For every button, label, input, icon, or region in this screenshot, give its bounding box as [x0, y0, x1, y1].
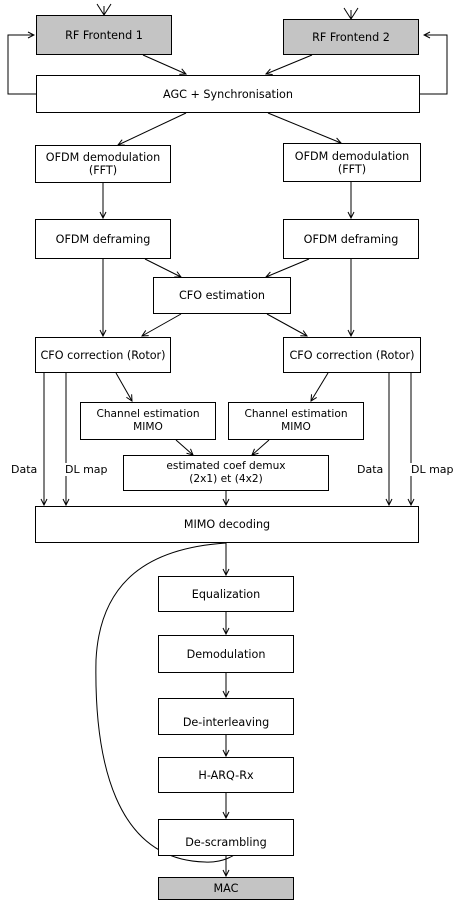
harq-rx-block: H-ARQ-Rx	[158, 757, 294, 793]
arrow-rf1-agc	[142, 54, 186, 74]
cfo-correction-1: CFO correction (Rotor)	[35, 337, 171, 373]
feedback-loop-right	[420, 35, 448, 95]
rf-frontend-1: RF Frontend 1	[36, 15, 172, 55]
arrow-agc-demod2	[267, 112, 341, 143]
data-label-left: Data	[10, 463, 39, 476]
equalization-block: Equalization	[158, 576, 294, 612]
ofdm-demodulation-2: OFDM demodulation (FFT)	[283, 143, 421, 182]
channel-estimation-2: Channel estimation MIMO	[228, 402, 364, 440]
arrow-agc-demod1	[118, 112, 187, 145]
antenna-icon	[96, 3, 112, 16]
feedback-loop-left	[7, 35, 36, 95]
deinterleaving-block: De-interleaving	[158, 698, 294, 735]
cfo-correction-2: CFO correction (Rotor)	[283, 337, 421, 373]
ofdm-deframing-1: OFDM deframing	[35, 219, 171, 259]
arrow-chanest1-demux	[175, 439, 193, 455]
ofdm-deframing-2: OFDM deframing	[283, 219, 419, 259]
arrow-cfocorr1-chanest1	[115, 372, 132, 401]
dlmap-label-right: DL map	[410, 463, 455, 476]
cfo-estimation: CFO estimation	[153, 277, 291, 314]
antenna-icon	[343, 7, 359, 20]
arrow-cfoest-cfocorr1	[142, 313, 182, 336]
mimo-decoding-block: MIMO decoding	[35, 506, 419, 543]
arrow-deframing2-cfoest	[266, 258, 310, 277]
rf-frontend-2: RF Frontend 2	[283, 19, 419, 55]
data-label-right: Data	[356, 463, 385, 476]
arrow-rf2-agc	[266, 54, 313, 74]
arrow-cfocorr2-chanest2	[311, 372, 329, 401]
arrow-cfoest-cfocorr2	[266, 313, 307, 336]
arrow-chanest2-demux	[252, 439, 270, 455]
ofdm-demodulation-1: OFDM demodulation (FFT)	[35, 145, 171, 183]
feedback-curve	[95, 542, 243, 863]
channel-estimation-1: Channel estimation MIMO	[80, 402, 216, 440]
demodulation-block: Demodulation	[158, 635, 294, 673]
mac-block: MAC	[158, 877, 294, 900]
dlmap-label-left: DL map	[64, 463, 109, 476]
descrambling-block: De-scrambling	[158, 819, 294, 856]
arrow-deframing1-cfoest	[144, 258, 181, 277]
agc-synchronisation-block: AGC + Synchronisation	[36, 75, 420, 113]
coef-demux-block: estimated coef demux (2x1) et (4x2)	[123, 455, 329, 491]
